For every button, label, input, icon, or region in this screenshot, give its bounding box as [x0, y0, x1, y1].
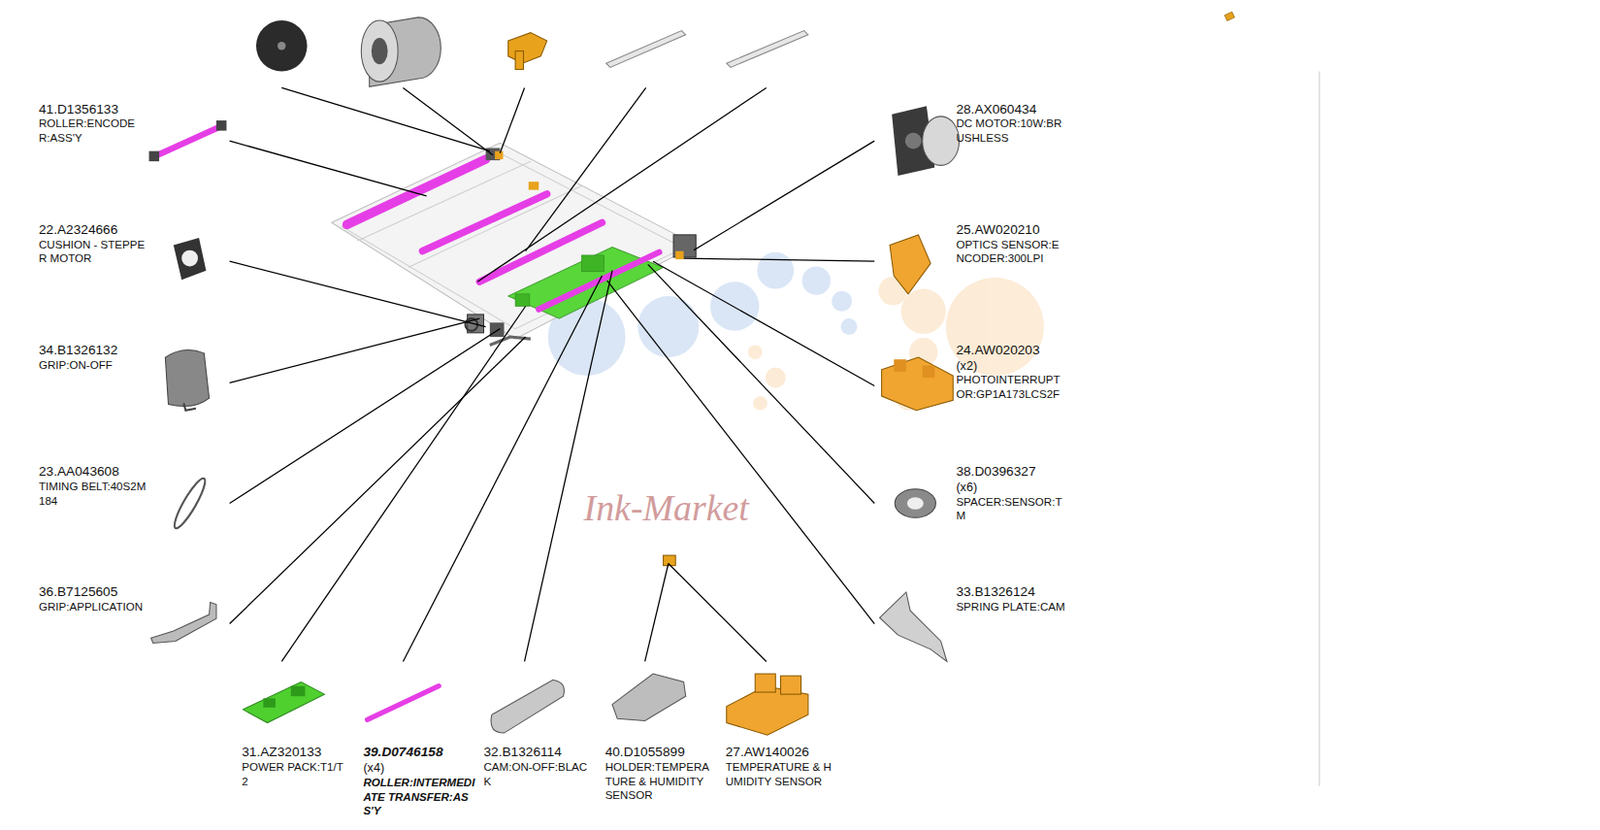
callout-number: 23.AA043608 [38, 464, 120, 480]
callout-number: 28.AX060434 [955, 101, 1037, 117]
part-name: CAM:ON-OFF:BLACK [483, 758, 590, 787]
callout-number: 31.AZ320133 [241, 745, 322, 760]
watermark: Ink-Market [584, 488, 750, 529]
part-name: SPRING PLATE:CAM [955, 598, 1067, 614]
part-name: SPACER:SENSOR:TM [955, 493, 1067, 523]
quantity: (x2) [955, 358, 978, 373]
part-name: ROLLER:INTERMEDIATE TRANSFER:ASS'Y [362, 774, 478, 817]
callout-number: 41.D1356133 [38, 101, 119, 117]
part-name: CUSHION - STEPPER MOTOR [38, 236, 146, 265]
part-name: TEMPERATURE & HUMIDITY SENSOR [725, 758, 833, 787]
part-name: POWER PACK:T1/T2 [241, 758, 349, 787]
part-name: OPTICS SENSOR:ENCODER:300LPI [955, 236, 1067, 265]
callout-number: 33.B1326124 [955, 585, 1035, 600]
part-name: PHOTOINTERRUPTOR:GP1A173LCS2F [955, 372, 1067, 401]
part-name: HOLDER:TEMPERATURE & HUMIDITY SENSOR [605, 758, 713, 802]
part-name: ROLLER:ENCODER:ASS'Y [38, 116, 146, 145]
callout-number: 39.D0746158 [362, 745, 443, 760]
part-name: GRIP:APPLICATION [38, 598, 146, 614]
callout-number: 32.B1326114 [483, 745, 561, 760]
part-name: TIMING BELT:40S2M184 [38, 478, 146, 507]
callout-number: 25.AW020210 [955, 222, 1040, 237]
callout-number: 38.D0396327 [955, 464, 1036, 480]
callout-number: 34.B1326132 [38, 342, 118, 358]
quantity: (x6) [955, 479, 978, 494]
part-name: DC MOTOR:10W:BRUSHLESS [955, 116, 1067, 145]
callout-number: 40.D1055899 [605, 745, 686, 760]
callout-number: 36.B7125605 [38, 585, 118, 600]
callout-number: 27.AW140026 [725, 745, 810, 760]
callout-number: 22.A2324666 [38, 222, 118, 237]
quantity: (x4) [362, 759, 385, 775]
callout-number: 24.AW020203 [955, 342, 1040, 358]
part-name: GRIP:ON-OFF [38, 357, 146, 372]
